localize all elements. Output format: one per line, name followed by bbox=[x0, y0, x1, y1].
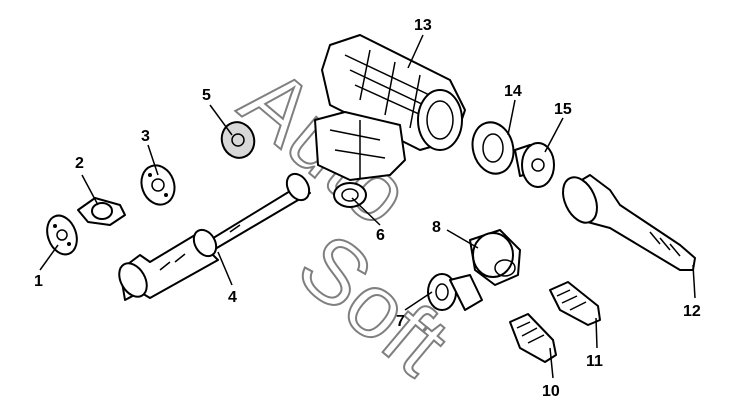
part-propeller-shaft-4[interactable] bbox=[114, 170, 314, 302]
callout-4: 4 bbox=[228, 289, 237, 306]
part-boot-10[interactable] bbox=[509, 313, 557, 363]
part-flex-disc-3[interactable] bbox=[136, 161, 180, 210]
part-coupling-6[interactable] bbox=[333, 182, 367, 208]
callout-11: 11 bbox=[586, 353, 603, 370]
part-flex-disc-1[interactable] bbox=[42, 211, 82, 258]
leader-lines bbox=[39, 34, 696, 379]
part-centre-bearing-2[interactable] bbox=[77, 197, 126, 226]
callout-labels: 1 2 3 4 5 6 7 8 10 11 12 13 14 15 bbox=[34, 17, 701, 400]
callout-3: 3 bbox=[141, 128, 150, 145]
part-flange-14[interactable] bbox=[467, 118, 519, 179]
part-drive-shaft-12[interactable] bbox=[556, 172, 696, 271]
part-housing-13[interactable] bbox=[321, 34, 466, 151]
callout-6: 6 bbox=[376, 227, 385, 244]
part-cv-joint-8[interactable] bbox=[469, 229, 521, 286]
callout-10: 10 bbox=[542, 383, 560, 400]
callout-12: 12 bbox=[683, 303, 701, 320]
callout-2: 2 bbox=[75, 155, 84, 172]
callout-5: 5 bbox=[202, 87, 211, 104]
callout-7: 7 bbox=[396, 313, 405, 330]
part-boot-11[interactable] bbox=[549, 281, 601, 326]
part-transfer-box[interactable] bbox=[314, 111, 406, 181]
callout-14: 14 bbox=[504, 83, 522, 100]
part-output-flange-15[interactable] bbox=[514, 142, 555, 188]
callout-13: 13 bbox=[414, 17, 432, 34]
part-cv-joint-7[interactable] bbox=[427, 273, 483, 311]
callout-15: 15 bbox=[554, 101, 572, 118]
callout-1: 1 bbox=[34, 273, 43, 290]
callout-8: 8 bbox=[432, 219, 441, 236]
